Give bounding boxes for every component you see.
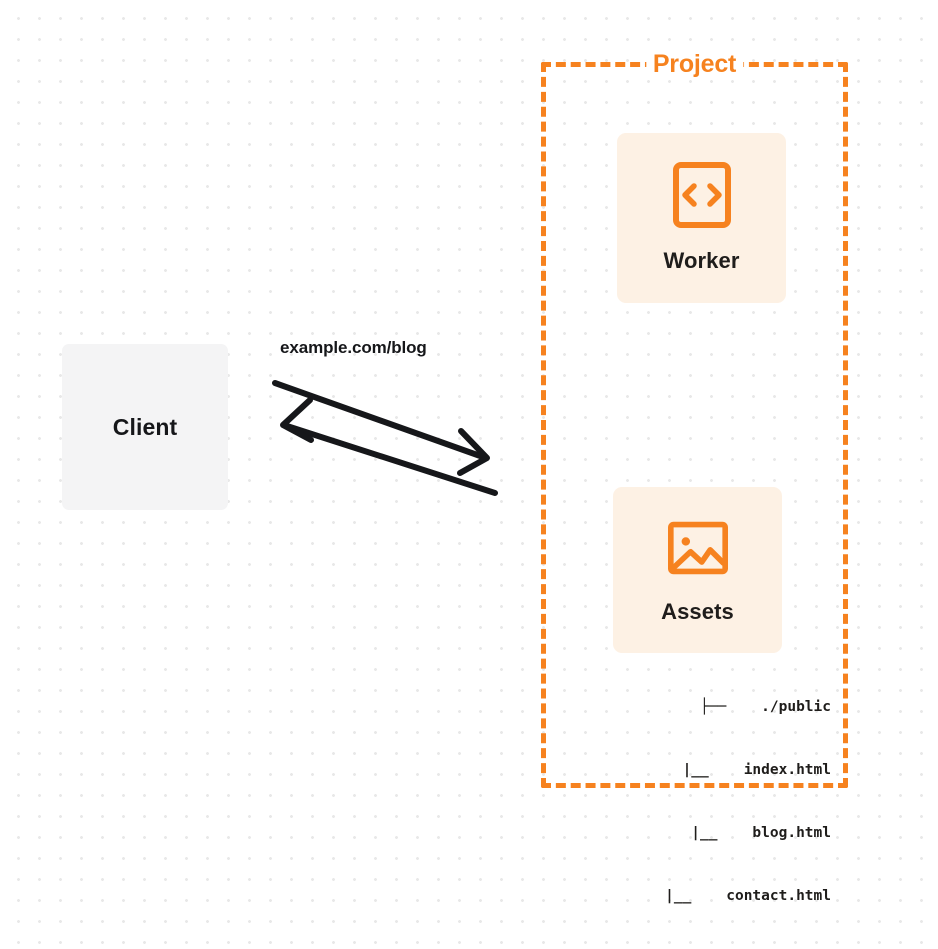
response-arrow-icon	[280, 397, 498, 496]
tree-prefix: |__	[682, 762, 709, 778]
request-arrow-icon	[272, 380, 490, 476]
file-tree-row: |__ blog.html	[591, 823, 831, 844]
worker-card[interactable]: Worker	[617, 133, 786, 303]
file-tree-row: ├── ./public	[591, 697, 831, 718]
worker-label: Worker	[663, 248, 740, 273]
file-tree-row: |__ contact.html	[591, 886, 831, 907]
assets-label: Assets	[661, 599, 734, 624]
tree-prefix: |__	[665, 888, 692, 904]
client-node: Client	[62, 344, 228, 510]
assets-card[interactable]: Assets	[613, 487, 782, 653]
tree-prefix: ├──	[700, 699, 727, 715]
code-brackets-icon	[672, 162, 731, 228]
file-tree-row: |__ index.html	[591, 760, 831, 781]
tree-name: ./public	[761, 699, 831, 715]
asset-file-tree: ├── ./public |__ index.html |__ blog.htm…	[591, 655, 831, 949]
project-container: Project Worker Assets ├── ./public |__ i…	[541, 50, 848, 904]
tree-name: index.html	[743, 762, 831, 778]
tree-name: blog.html	[752, 825, 831, 841]
tree-prefix: |__	[691, 825, 718, 841]
tree-name: contact.html	[726, 888, 831, 904]
image-icon	[667, 521, 728, 575]
connection-arrows: example.com/blog	[255, 330, 520, 515]
arrows-svg	[272, 380, 498, 496]
project-title: Project	[645, 50, 744, 79]
client-label: Client	[112, 413, 178, 440]
url-label: example.com/blog	[280, 338, 427, 357]
